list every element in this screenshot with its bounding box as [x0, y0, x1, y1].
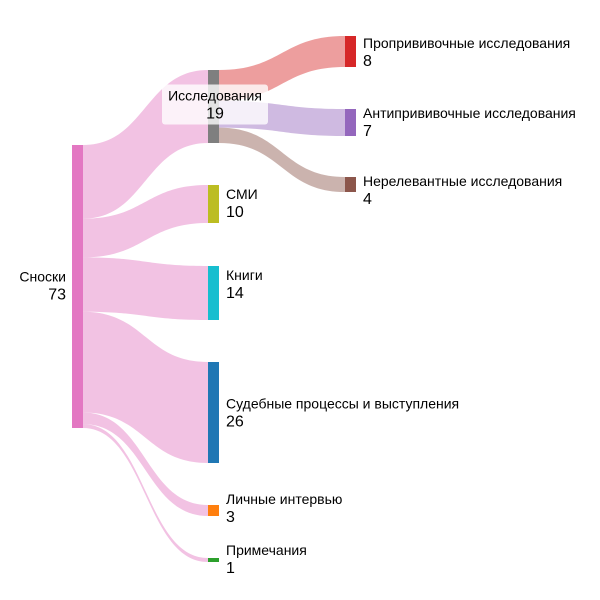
labels-layer: Сноски73Исследования19СМИ10Книги14Судебн… [19, 35, 575, 577]
node-value-irrelevant: 4 [363, 191, 372, 208]
node-interviews[interactable] [208, 505, 219, 516]
link-footnotes-books[interactable] [83, 257, 208, 320]
node-label-research: Исследования [168, 88, 262, 104]
node-value-interviews: 3 [226, 509, 235, 526]
node-label-footnotes: Сноски [19, 269, 66, 285]
links-layer [83, 36, 345, 562]
node-value-research: 19 [206, 106, 224, 123]
node-label-pro: Пропрививочные исследования [363, 35, 570, 51]
link-footnotes-court[interactable] [83, 311, 208, 463]
node-value-footnotes: 73 [48, 287, 66, 304]
link-footnotes-notes[interactable] [83, 424, 208, 562]
node-value-pro: 8 [363, 53, 372, 70]
node-anti[interactable] [345, 109, 356, 136]
node-pro[interactable] [345, 36, 356, 67]
node-value-books: 14 [226, 285, 244, 302]
node-label-irrelevant: Нерелевантные исследования [363, 173, 562, 189]
node-irrelevant[interactable] [345, 177, 356, 192]
node-value-notes: 1 [226, 560, 235, 577]
node-value-anti: 7 [363, 123, 372, 140]
node-notes[interactable] [208, 558, 219, 562]
node-books[interactable] [208, 266, 219, 320]
node-label-anti: Антипрививочные исследования [363, 105, 576, 121]
node-court[interactable] [208, 362, 219, 463]
node-label-notes: Примечания [226, 542, 307, 558]
node-label-books: Книги [226, 267, 263, 283]
node-value-court: 26 [226, 414, 244, 431]
link-footnotes-media[interactable] [83, 185, 208, 258]
node-footnotes[interactable] [72, 145, 83, 428]
node-value-media: 10 [226, 204, 244, 221]
node-research-label-backdrop [162, 84, 268, 125]
node-label-interviews: Личные интервью [226, 491, 342, 507]
link-research-irrelevant[interactable] [219, 127, 345, 192]
node-label-court: Судебные процессы и выступления [226, 396, 459, 412]
node-media[interactable] [208, 185, 219, 223]
node-label-media: СМИ [226, 186, 258, 202]
link-footnotes-interviews[interactable] [83, 412, 208, 516]
